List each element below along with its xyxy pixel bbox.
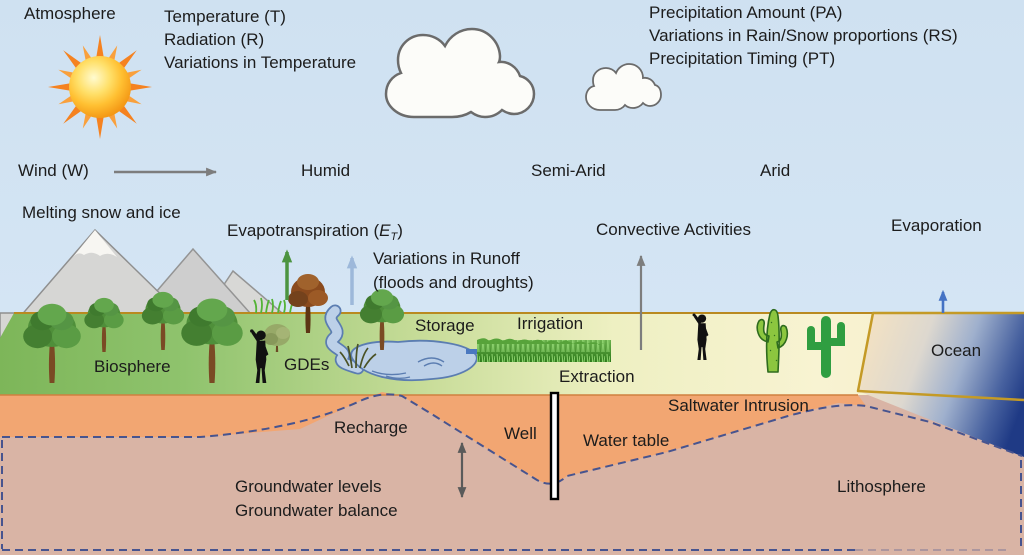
ocean-graphic <box>856 311 1024 457</box>
lithosphere-label: Lithosphere <box>837 477 926 496</box>
trees-graphic <box>22 288 405 385</box>
driver-temperature-label: Temperature (T) <box>164 7 286 26</box>
driver-variations-temperature-label: Variations in Temperature <box>164 53 357 72</box>
olive-shrub-graphic <box>264 324 290 352</box>
zone-humid-label: Humid <box>301 161 351 180</box>
brown-tree-graphic <box>288 274 328 333</box>
dashed-boundaries <box>1 393 1023 551</box>
ocean-label: Ocean <box>931 341 982 360</box>
biosphere-label: Biosphere <box>94 357 171 376</box>
saltwater-intrusion-label: Saltwater Intrusion <box>668 396 809 415</box>
irrigation-label: Irrigation <box>517 314 584 333</box>
cactus-dark-graphic <box>807 316 845 378</box>
pond-ripples-graphic <box>371 357 445 379</box>
melting-snow-label: Melting snow and ice <box>22 203 181 222</box>
flux-arrows <box>114 167 948 499</box>
grass-tufts-graphic <box>253 297 294 314</box>
evapotranspiration-label: Evapotranspiration (ET) <box>227 221 403 243</box>
storage-label: Storage <box>415 316 475 335</box>
snow-cap-graphic <box>73 230 117 257</box>
zone-arid-label: Arid <box>760 161 791 180</box>
water-table-line <box>2 393 1023 485</box>
cactus-light-graphic <box>756 308 789 373</box>
groundwater-levels-label: Groundwater levels <box>235 477 382 496</box>
et-symbol: E <box>379 221 391 240</box>
convective-label: Convective Activities <box>596 220 751 239</box>
extraction-label: Extraction <box>559 367 635 386</box>
cloud-small-icon <box>585 63 662 111</box>
et-prefix: Evapotranspiration ( <box>227 221 380 240</box>
groundwater-balance-label: Groundwater balance <box>235 501 398 520</box>
gdes-label: GDEs <box>284 355 330 374</box>
atmosphere-label: Atmosphere <box>24 4 116 23</box>
runoff-line1-label: Variations in Runoff <box>373 249 520 268</box>
zone-semi-arid-label: Semi-Arid <box>531 161 606 180</box>
sun-icon <box>48 35 152 139</box>
driver-radiation-label: Radiation (R) <box>164 30 265 49</box>
et-subscript: T <box>390 231 398 243</box>
wind-label: Wind (W) <box>18 161 89 180</box>
cloud-large-icon <box>384 27 536 119</box>
unsaturated-zone-graphic <box>0 392 866 486</box>
well-graphic <box>549 391 560 501</box>
recharge-label: Recharge <box>334 418 408 437</box>
river-pond-graphic <box>324 304 478 382</box>
driver-precipitation-amount-label: Precipitation Amount (PA) <box>649 3 843 22</box>
subsurface-layers <box>0 392 1024 555</box>
pipe-graphic <box>466 349 486 354</box>
driver-precipitation-timing-label: Precipitation Timing (PT) <box>649 49 836 68</box>
et-suffix: ) <box>397 221 403 240</box>
water-table-label: Water table <box>583 431 670 450</box>
well-label: Well <box>504 424 537 443</box>
evaporation-label: Evaporation <box>891 216 982 235</box>
irrigation-field-graphic <box>466 338 611 362</box>
runoff-line2-label: (floods and droughts) <box>373 273 534 292</box>
driver-rain-snow-label: Variations in Rain/Snow proportions (RS) <box>649 26 958 45</box>
reeds-graphic <box>339 343 377 369</box>
